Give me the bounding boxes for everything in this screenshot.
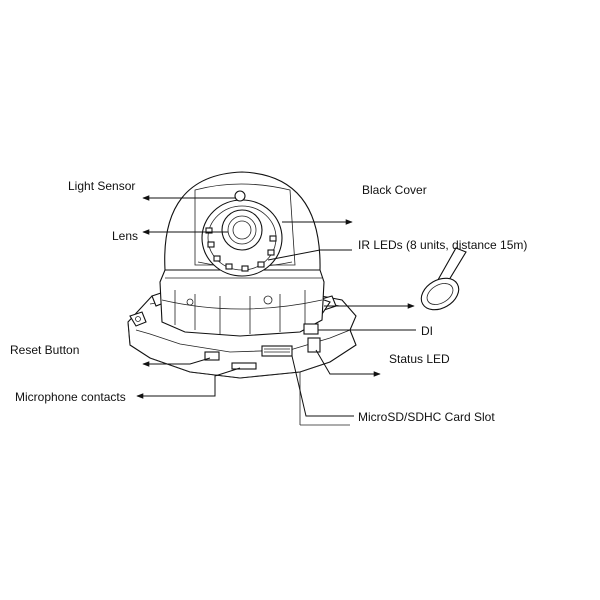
label-di: DI: [421, 324, 433, 338]
label-microsd-slot: MicroSD/SDHC Card Slot: [358, 410, 495, 424]
label-microphone-contacts: Microphone contacts: [15, 390, 126, 404]
label-lens: Lens: [112, 229, 139, 243]
di-component: [303, 323, 319, 335]
housing-ring: [159, 269, 325, 337]
leader-status-led: [315, 349, 381, 377]
reset-button-component: [204, 351, 220, 361]
label-status-led: Status LED: [389, 352, 450, 366]
leader-microsd: [291, 355, 354, 417]
status-led-component: [307, 337, 321, 353]
label-black-cover: Black Cover: [362, 183, 427, 197]
sd-slot-component: [261, 345, 293, 357]
base-components: [204, 323, 321, 370]
label-reset-button: Reset Button: [10, 343, 80, 357]
label-ir-leds: IR LEDs (8 units, distance 15m): [358, 238, 528, 252]
leader-lines: [136, 195, 416, 417]
leader-ir-leds: [267, 249, 352, 261]
microphone-contacts-component: [231, 362, 257, 370]
leader-microphone: [136, 367, 241, 399]
leader-reset-button: [142, 357, 211, 367]
lens-module: [201, 190, 283, 277]
label-light-sensor: Light Sensor: [68, 179, 136, 193]
cable-tie-icon: [420, 247, 467, 311]
